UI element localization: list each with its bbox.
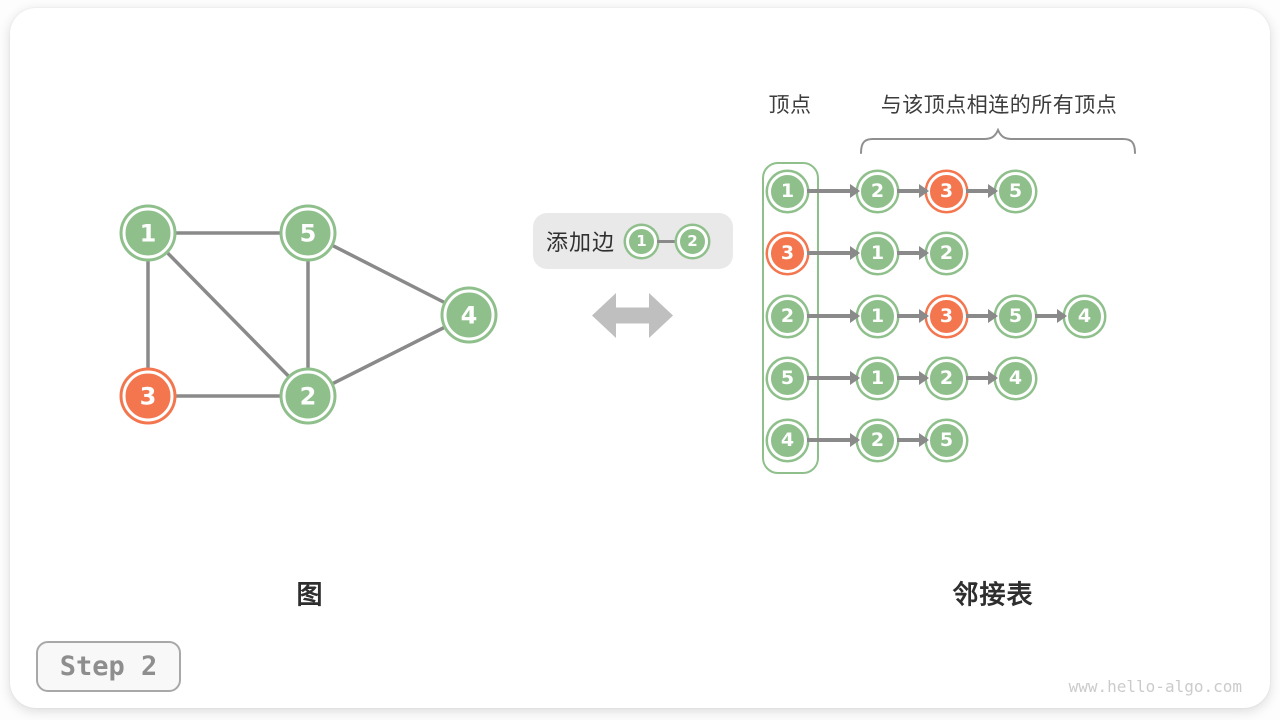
arrow-icon: [966, 309, 998, 322]
arrow-icon: [807, 433, 860, 446]
brace-icon: [860, 128, 1136, 154]
node-2: 2: [677, 225, 709, 257]
vertex-column-outline: [762, 162, 819, 474]
edge-5-4: [307, 231, 470, 317]
arrow-icon: [807, 246, 860, 259]
neighbors-header: 与该顶点相连的所有顶点: [880, 93, 1118, 117]
node-1: 1: [626, 225, 658, 257]
node-2: 2: [858, 171, 897, 211]
node-1: 1: [858, 296, 897, 336]
edge-1-2: [146, 231, 310, 398]
node-2: 2: [282, 370, 334, 422]
node-3: 3: [927, 171, 966, 211]
graph-edges: [146, 231, 470, 398]
arrow-icon: [807, 371, 860, 384]
arrow-icon: [966, 184, 998, 197]
node-4: 4: [996, 358, 1035, 398]
node-1: 1: [122, 207, 174, 259]
arrow-icon: [897, 433, 929, 446]
node-4: 4: [443, 289, 495, 341]
node-1: 1: [858, 233, 897, 273]
node-5: 5: [996, 296, 1035, 336]
node-2: 2: [858, 420, 897, 460]
watermark: www.hello-algo.com: [1068, 677, 1242, 696]
node-4: 4: [768, 420, 807, 460]
node-2: 2: [768, 296, 807, 336]
node-1: 1: [858, 358, 897, 398]
vertex-column-header: 顶点: [768, 93, 812, 117]
arrow-icon: [807, 184, 860, 197]
node-5: 5: [927, 420, 966, 460]
arrow-icon: [897, 246, 929, 259]
step-badge: Step 2: [36, 641, 181, 692]
node-5: 5: [768, 358, 807, 398]
node-3: 3: [927, 296, 966, 336]
node-2: 2: [927, 233, 966, 273]
node-1: 1: [768, 171, 807, 211]
add-edge-label: 添加边: [546, 231, 616, 256]
node-3: 3: [768, 233, 807, 273]
graph-caption: 图: [296, 580, 324, 611]
node-3: 3: [122, 370, 174, 422]
step-label: Step 2: [59, 651, 158, 682]
adjacency-caption: 邻接表: [952, 580, 1034, 611]
arrow-icon: [1035, 309, 1067, 322]
node-5: 5: [282, 207, 334, 259]
edge-2-4: [307, 313, 470, 398]
arrow-icon: [897, 184, 929, 197]
arrow-icon: [966, 371, 998, 384]
arrow-icon: [807, 309, 860, 322]
graph-panel: 1 5 4 3 2: [0, 0, 560, 500]
node-4: 4: [1065, 296, 1104, 336]
mini-edge-connector: [657, 239, 678, 243]
double-arrow-icon: [592, 293, 673, 338]
node-5: 5: [996, 171, 1035, 211]
node-2: 2: [927, 358, 966, 398]
arrow-icon: [897, 371, 929, 384]
arrow-icon: [897, 309, 929, 322]
figure-card: [10, 8, 1270, 708]
